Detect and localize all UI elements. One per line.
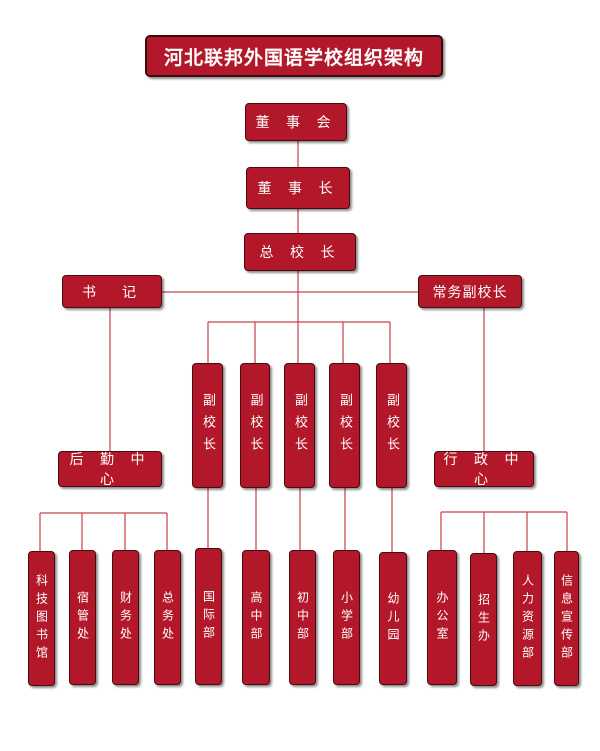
dept-admissions: 招生办 [470,553,497,686]
dept-middle-school: 初中部 [289,550,316,685]
dept-library: 科技图书馆 [28,551,55,686]
dept-human-resources: 人力资源部 [513,551,542,686]
node-secretary: 书 记 [62,275,162,308]
node-vice-principal: 副校长 [192,363,223,488]
node-board: 董 事 会 [245,103,347,141]
node-principal: 总 校 长 [244,233,356,271]
dept-dormitory: 宿管处 [69,550,96,685]
dept-high-school: 高中部 [242,550,270,685]
node-exec-vice-principal: 常务副校长 [418,275,522,308]
dept-primary-school: 小学部 [333,550,360,685]
dept-international: 国际部 [195,548,222,685]
node-vice-principal: 副校长 [329,363,360,488]
node-vice-principal: 副校长 [284,363,315,488]
dept-kindergarten: 幼儿园 [379,552,407,685]
dept-publicity: 信息宣传部 [554,551,579,686]
dept-office: 办公室 [427,550,457,685]
node-logistics-center: 后 勤 中 心 [58,451,162,488]
node-vice-principal: 副校长 [240,363,270,488]
dept-finance: 财务处 [112,550,139,685]
chart-title: 河北联邦外国语学校组织架构 [145,35,443,77]
node-vice-principal: 副校长 [376,363,407,488]
dept-general-affairs: 总务处 [154,550,181,685]
node-admin-center: 行 政 中 心 [434,451,534,488]
node-chairman: 董 事 长 [246,167,350,209]
